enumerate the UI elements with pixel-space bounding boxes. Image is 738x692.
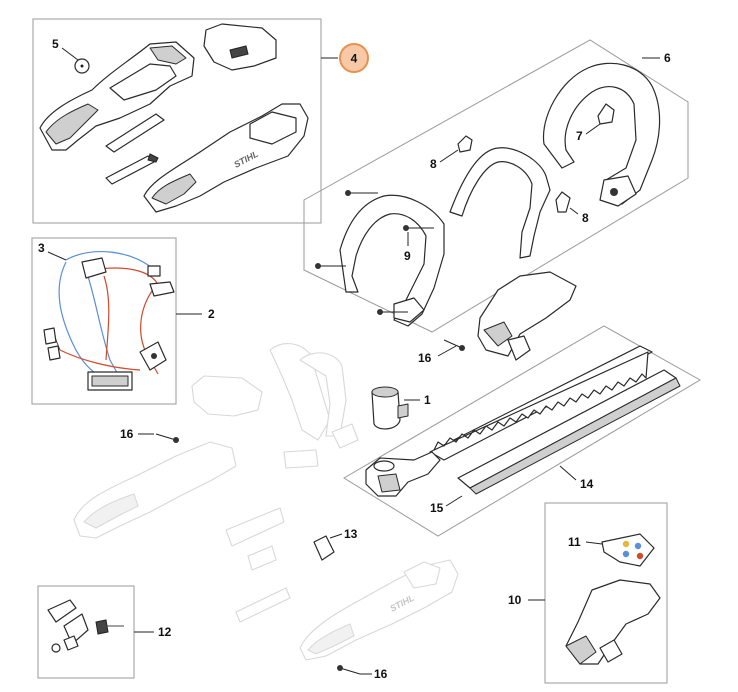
clip-part-lower: [555, 191, 571, 213]
callout-15-group: 15: [430, 495, 463, 515]
callout-14-group: 14: [559, 465, 594, 491]
cover-part: [203, 23, 277, 71]
callout-11: 11: [568, 535, 581, 549]
screw-16c: [337, 665, 361, 675]
handle-group-box: [303, 39, 689, 333]
callout-5-group: 5: [52, 37, 79, 61]
callout-7: 7: [576, 129, 583, 143]
small-parts-group-box: 12: [37, 585, 172, 679]
callout-6-group: 6: [642, 51, 671, 65]
screw-16b: [155, 433, 179, 443]
blade-bar[interactable]: [429, 345, 681, 495]
gearbox-part: [365, 451, 441, 497]
handle-frame-part: [339, 194, 445, 327]
callout-8b: 8: [582, 211, 589, 225]
washer-part: [74, 58, 90, 74]
callout-16a-group: 16: [418, 345, 457, 365]
callout-13-group: 13: [329, 527, 358, 541]
callout-9: 9: [404, 249, 411, 263]
callout-16c-group: 16: [360, 667, 388, 681]
guard-part: [477, 271, 577, 361]
screws-handle: [315, 190, 465, 351]
callout-10: 10: [508, 593, 522, 607]
switch-part-13: [313, 535, 335, 561]
motor-part: [371, 386, 409, 430]
clip-part-upper: [457, 135, 473, 153]
ghost-assembly: STIHL: [73, 343, 459, 661]
trigger-slide-parts: [105, 113, 165, 185]
loop-handle-bar: [449, 147, 551, 259]
callout-2: 2: [208, 307, 215, 321]
callout-15: 15: [430, 501, 444, 515]
cable-group-box: 2: [31, 237, 215, 405]
guard-group-box: 10: [508, 502, 668, 684]
callout-14: 14: [580, 477, 594, 491]
callout-1: 1: [424, 393, 431, 407]
callout-12: 12: [158, 625, 172, 639]
callout-16c: 16: [374, 667, 388, 681]
callout-13: 13: [344, 527, 358, 541]
housing-group-box: 4: [32, 18, 369, 224]
callout-16b-group: 16: [120, 427, 154, 441]
callout-3: 3: [38, 241, 45, 255]
callout-1-group: 1: [404, 393, 431, 407]
guard-part-10: [565, 579, 661, 665]
callout-8b-group: 8: [569, 207, 589, 225]
callout-3-group: 3: [38, 241, 67, 261]
callout-9-group: 9: [404, 232, 411, 263]
small-parts: [47, 599, 124, 653]
loop-handle-assembled: [542, 62, 661, 207]
blade-group-box: [343, 325, 701, 537]
housing-right-shell: STIHL: [143, 103, 309, 213]
callout-4-highlight: [339, 43, 369, 73]
callout-5: 5: [52, 37, 59, 51]
callout-7-group: 7: [576, 123, 601, 143]
housing-left-shell: [39, 41, 195, 151]
callout-16b: 16: [120, 427, 134, 441]
callout-16a: 16: [418, 351, 432, 365]
callout-4: 4: [351, 52, 358, 66]
callout-11-group: 11: [568, 535, 603, 549]
callout-8a-group: 8: [430, 149, 459, 171]
callout-8a: 8: [430, 157, 437, 171]
cable-harness: [43, 250, 175, 391]
callout-6: 6: [664, 51, 671, 65]
label-part: [601, 533, 655, 567]
